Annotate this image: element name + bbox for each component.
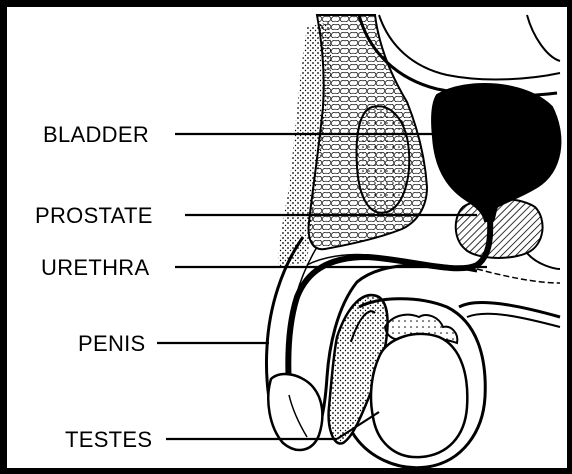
label-prostate: PROSTATE xyxy=(35,205,153,227)
testis xyxy=(371,334,467,457)
anatomy-illustration xyxy=(7,7,567,468)
perineum-line xyxy=(477,269,560,283)
label-urethra: URETHRA xyxy=(41,257,149,279)
thigh-contour-inner xyxy=(467,314,560,327)
abdominal-wall-inner xyxy=(379,15,560,79)
pubic-bone xyxy=(357,106,410,213)
label-testes: TESTES xyxy=(65,429,152,451)
rectum-outline xyxy=(527,253,560,269)
prostate xyxy=(456,199,543,258)
label-bladder: BLADDER xyxy=(43,124,149,146)
label-penis: PENIS xyxy=(78,333,146,355)
abdominal-edge xyxy=(527,15,560,61)
